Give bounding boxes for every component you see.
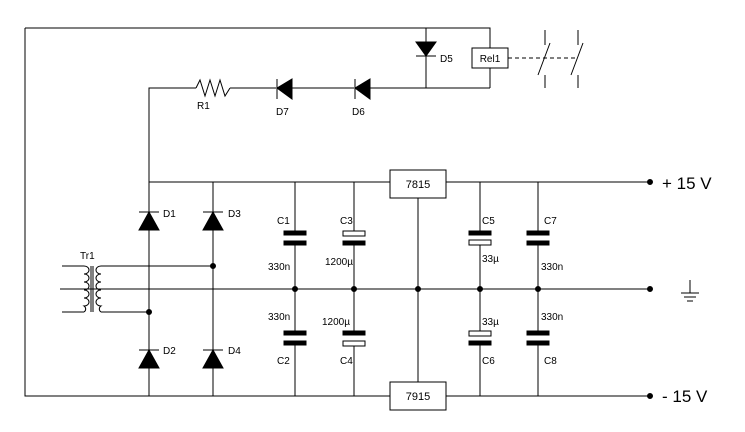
positive-terminal	[647, 179, 653, 185]
d1-label: D1	[163, 209, 176, 220]
d5-label: D5	[440, 54, 453, 65]
diode-d5: D5	[415, 28, 453, 88]
c7-value: 330n	[541, 262, 563, 273]
capacitor-c2: 330n C2	[268, 289, 307, 396]
bridge-rectifier: D1 D2 D3 D4	[138, 182, 241, 396]
relay-coil: Rel1	[471, 47, 509, 69]
c8-value: 330n	[541, 312, 563, 323]
c5-value: 33µ	[482, 254, 499, 265]
regulator-7915: 7915	[389, 381, 447, 411]
capacitor-c6: 33µ C6	[468, 289, 499, 396]
negative-output-label: - 15 V	[662, 387, 708, 406]
capacitor-c5: C5 33µ	[468, 182, 499, 289]
ground-icon	[681, 280, 699, 302]
ground-junctions	[292, 286, 541, 292]
regulator-7815-label: 7815	[406, 179, 430, 191]
diode-d6: D6	[352, 78, 371, 118]
d7-label: D7	[276, 107, 289, 118]
c3-name: C3	[340, 216, 353, 227]
outer-loop-wire	[24, 27, 491, 397]
c1-name: C1	[277, 216, 290, 227]
d4-label: D4	[228, 346, 241, 357]
capacitor-c7: C7 330n	[526, 182, 563, 289]
c4-value: 1200µ	[322, 317, 350, 328]
relay-label: Rel1	[480, 54, 501, 65]
transformer-tr1: Tr1	[62, 251, 213, 313]
regulator-7915-label: 7915	[406, 391, 430, 403]
c5-name: C5	[482, 216, 495, 227]
r1-label: R1	[197, 101, 210, 112]
c7-name: C7	[544, 216, 557, 227]
d2-label: D2	[163, 346, 176, 357]
capacitor-c8: 330n C8	[526, 289, 563, 396]
tr1-label: Tr1	[80, 251, 95, 262]
diode-d7: D7	[276, 78, 293, 118]
c3-value: 1200µ	[325, 257, 353, 268]
c1-value: 330n	[268, 262, 290, 273]
resistor-r1: R1	[195, 78, 231, 112]
negative-terminal	[647, 393, 653, 399]
c6-value: 33µ	[482, 317, 499, 328]
positive-output-label: + 15 V	[662, 174, 712, 193]
capacitor-c1: C1 330n	[268, 182, 307, 289]
c8-name: C8	[544, 356, 557, 367]
regulator-7815: 7815	[389, 169, 447, 199]
d3-label: D3	[228, 209, 241, 220]
c2-value: 330n	[268, 312, 290, 323]
relay-contacts	[508, 30, 584, 88]
ground-terminal	[647, 286, 653, 292]
c2-name: C2	[277, 356, 290, 367]
capacitor-c3: C3 1200µ	[325, 182, 366, 289]
d6-label: D6	[352, 107, 365, 118]
chain-wire-left	[148, 87, 196, 182]
c4-name: C4	[340, 356, 353, 367]
c6-name: C6	[482, 356, 495, 367]
capacitor-c4: 1200µ C4	[322, 289, 366, 396]
